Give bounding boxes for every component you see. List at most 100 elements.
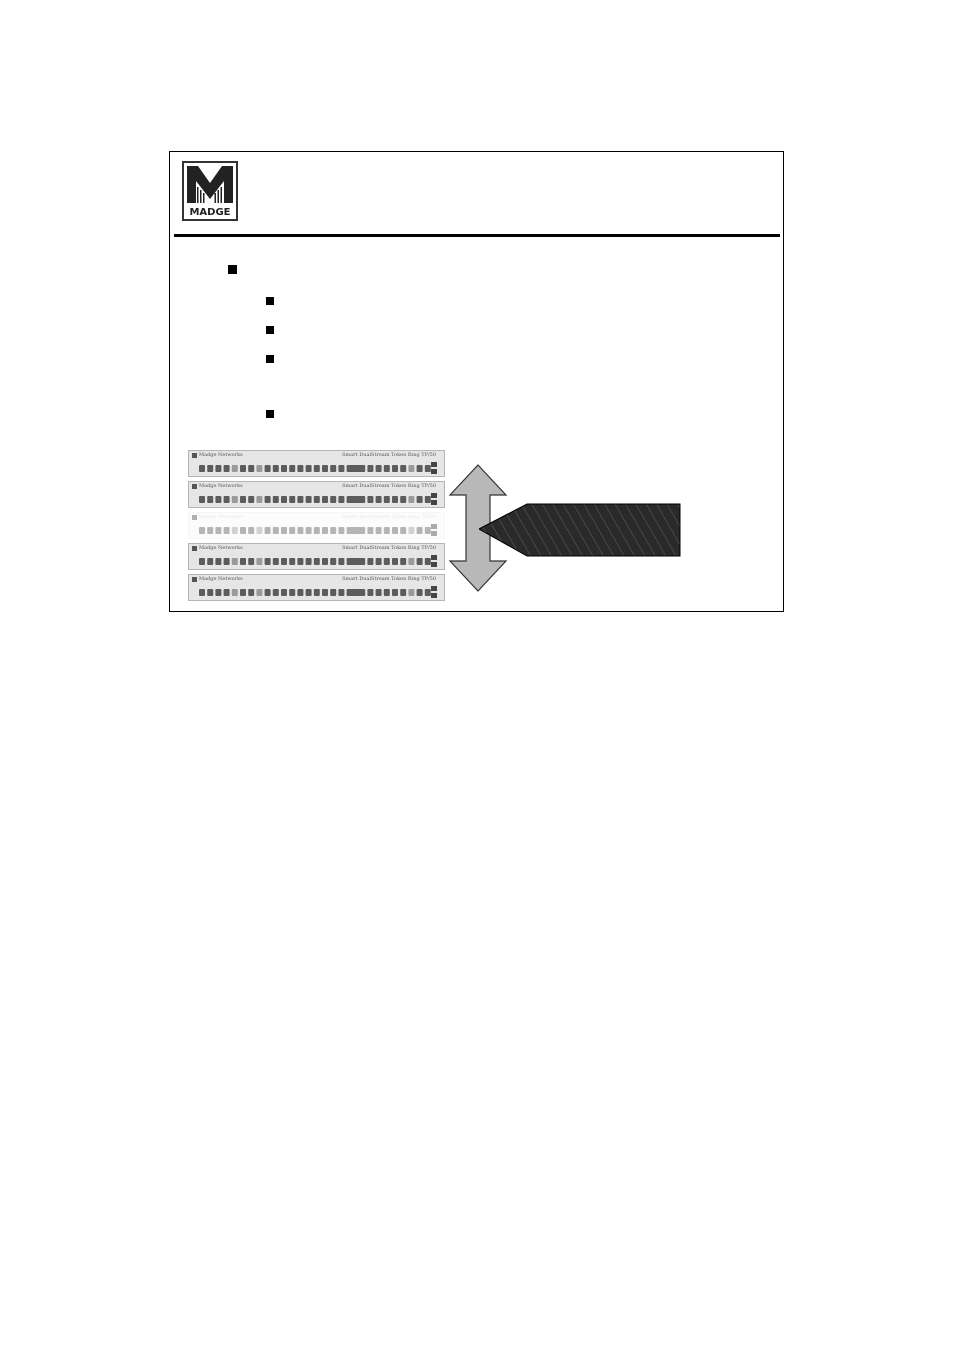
bullet-level2-icon	[266, 355, 274, 363]
port-icon	[256, 496, 263, 503]
port-icon	[240, 465, 246, 472]
port-icon	[330, 496, 337, 503]
port-icon	[375, 527, 382, 534]
port-icon	[256, 558, 263, 565]
port-icon	[424, 527, 431, 534]
port-icon	[322, 589, 328, 596]
port-icon	[359, 465, 366, 472]
port-icon	[330, 589, 337, 596]
unit-model-label: Smart DualStream Token Ring TP/50	[342, 576, 436, 582]
port-row	[192, 577, 437, 598]
port-icon	[289, 558, 296, 565]
port-icon	[199, 527, 205, 534]
port-icon	[338, 589, 345, 596]
unit-model-label: Smart DualStream Token Ring TP/50	[342, 514, 436, 520]
port-icon	[223, 558, 230, 565]
port-icon	[231, 558, 238, 565]
port-icon	[248, 589, 255, 596]
port-icon	[416, 589, 423, 596]
port-icon	[313, 589, 320, 596]
port-icon	[248, 465, 255, 472]
port-icon	[383, 558, 390, 565]
hub-unit: Madge Networks Smart DualStream Token Rin…	[188, 543, 445, 570]
port-icon	[215, 589, 222, 596]
port-icon	[338, 465, 345, 472]
logo-text: MADGE	[189, 207, 230, 218]
callout-shape	[479, 503, 681, 557]
port-icon	[400, 496, 407, 503]
madge-logo-mark: MADGE	[185, 166, 235, 218]
port-icon	[215, 465, 222, 472]
port-icon	[351, 527, 357, 534]
port-icon	[375, 558, 382, 565]
unit-brand-label: Madge Networks	[199, 545, 243, 551]
port-icon	[231, 589, 238, 596]
unit-brand-label: Madge Networks	[199, 514, 243, 520]
port-icon	[305, 496, 312, 503]
port-icon	[400, 589, 407, 596]
port-icon	[359, 558, 366, 565]
port-icon	[330, 527, 337, 534]
port-icon	[408, 496, 415, 503]
port-icon	[199, 589, 205, 596]
madge-logo: MADGE	[182, 161, 238, 221]
port-icon	[322, 465, 328, 472]
port-icon	[330, 465, 337, 472]
port-icon	[383, 527, 390, 534]
port-icon	[322, 496, 328, 503]
port-icon	[392, 465, 398, 472]
port-icon	[199, 496, 205, 503]
port-icon	[383, 589, 390, 596]
unit-brand-label: Madge Networks	[199, 483, 243, 489]
port-icon	[416, 465, 423, 472]
port-row	[192, 453, 437, 474]
port-icon	[338, 558, 345, 565]
port-icon	[392, 589, 398, 596]
port-icon	[392, 527, 398, 534]
port-icon	[351, 558, 357, 565]
port-row	[192, 484, 437, 505]
port-icon	[231, 496, 238, 503]
port-icon	[248, 527, 255, 534]
port-icon	[281, 496, 287, 503]
hub-unit: Madge Networks Smart DualStream Token Rin…	[188, 481, 445, 508]
port-icon	[351, 589, 357, 596]
bullet-level1-icon	[228, 265, 237, 274]
unit-brand-label: Madge Networks	[199, 452, 243, 458]
port-icon	[416, 527, 423, 534]
port-icon	[264, 558, 271, 565]
port-icon	[272, 527, 279, 534]
port-icon	[359, 496, 366, 503]
port-icon	[383, 465, 390, 472]
port-icon	[424, 496, 431, 503]
port-icon	[281, 465, 287, 472]
port-icon	[264, 589, 271, 596]
port-icon	[289, 527, 296, 534]
port-icon	[375, 465, 382, 472]
port-icon	[281, 558, 287, 565]
port-icon	[223, 496, 230, 503]
unit-model-label: Smart DualStream Token Ring TP/50	[342, 545, 436, 551]
port-icon	[272, 558, 279, 565]
port-icon	[351, 465, 357, 472]
port-icon	[305, 558, 312, 565]
port-icon	[264, 527, 271, 534]
port-icon	[281, 589, 287, 596]
port-icon	[207, 496, 214, 503]
port-icon	[408, 527, 415, 534]
port-icon	[424, 589, 431, 596]
unit-brand-label: Madge Networks	[199, 576, 243, 582]
unit-model-label: Smart DualStream Token Ring TP/50	[342, 452, 436, 458]
port-icon	[375, 589, 382, 596]
double-headed-arrow-icon	[448, 464, 508, 592]
port-icon	[354, 527, 361, 534]
port-icon	[400, 527, 407, 534]
port-icon	[367, 465, 374, 472]
port-icon	[297, 527, 304, 534]
port-icon	[231, 465, 238, 472]
port-icon	[297, 465, 304, 472]
unit-model-label: Smart DualStream Token Ring TP/50	[342, 483, 436, 489]
port-icon	[330, 558, 337, 565]
port-icon	[272, 465, 279, 472]
